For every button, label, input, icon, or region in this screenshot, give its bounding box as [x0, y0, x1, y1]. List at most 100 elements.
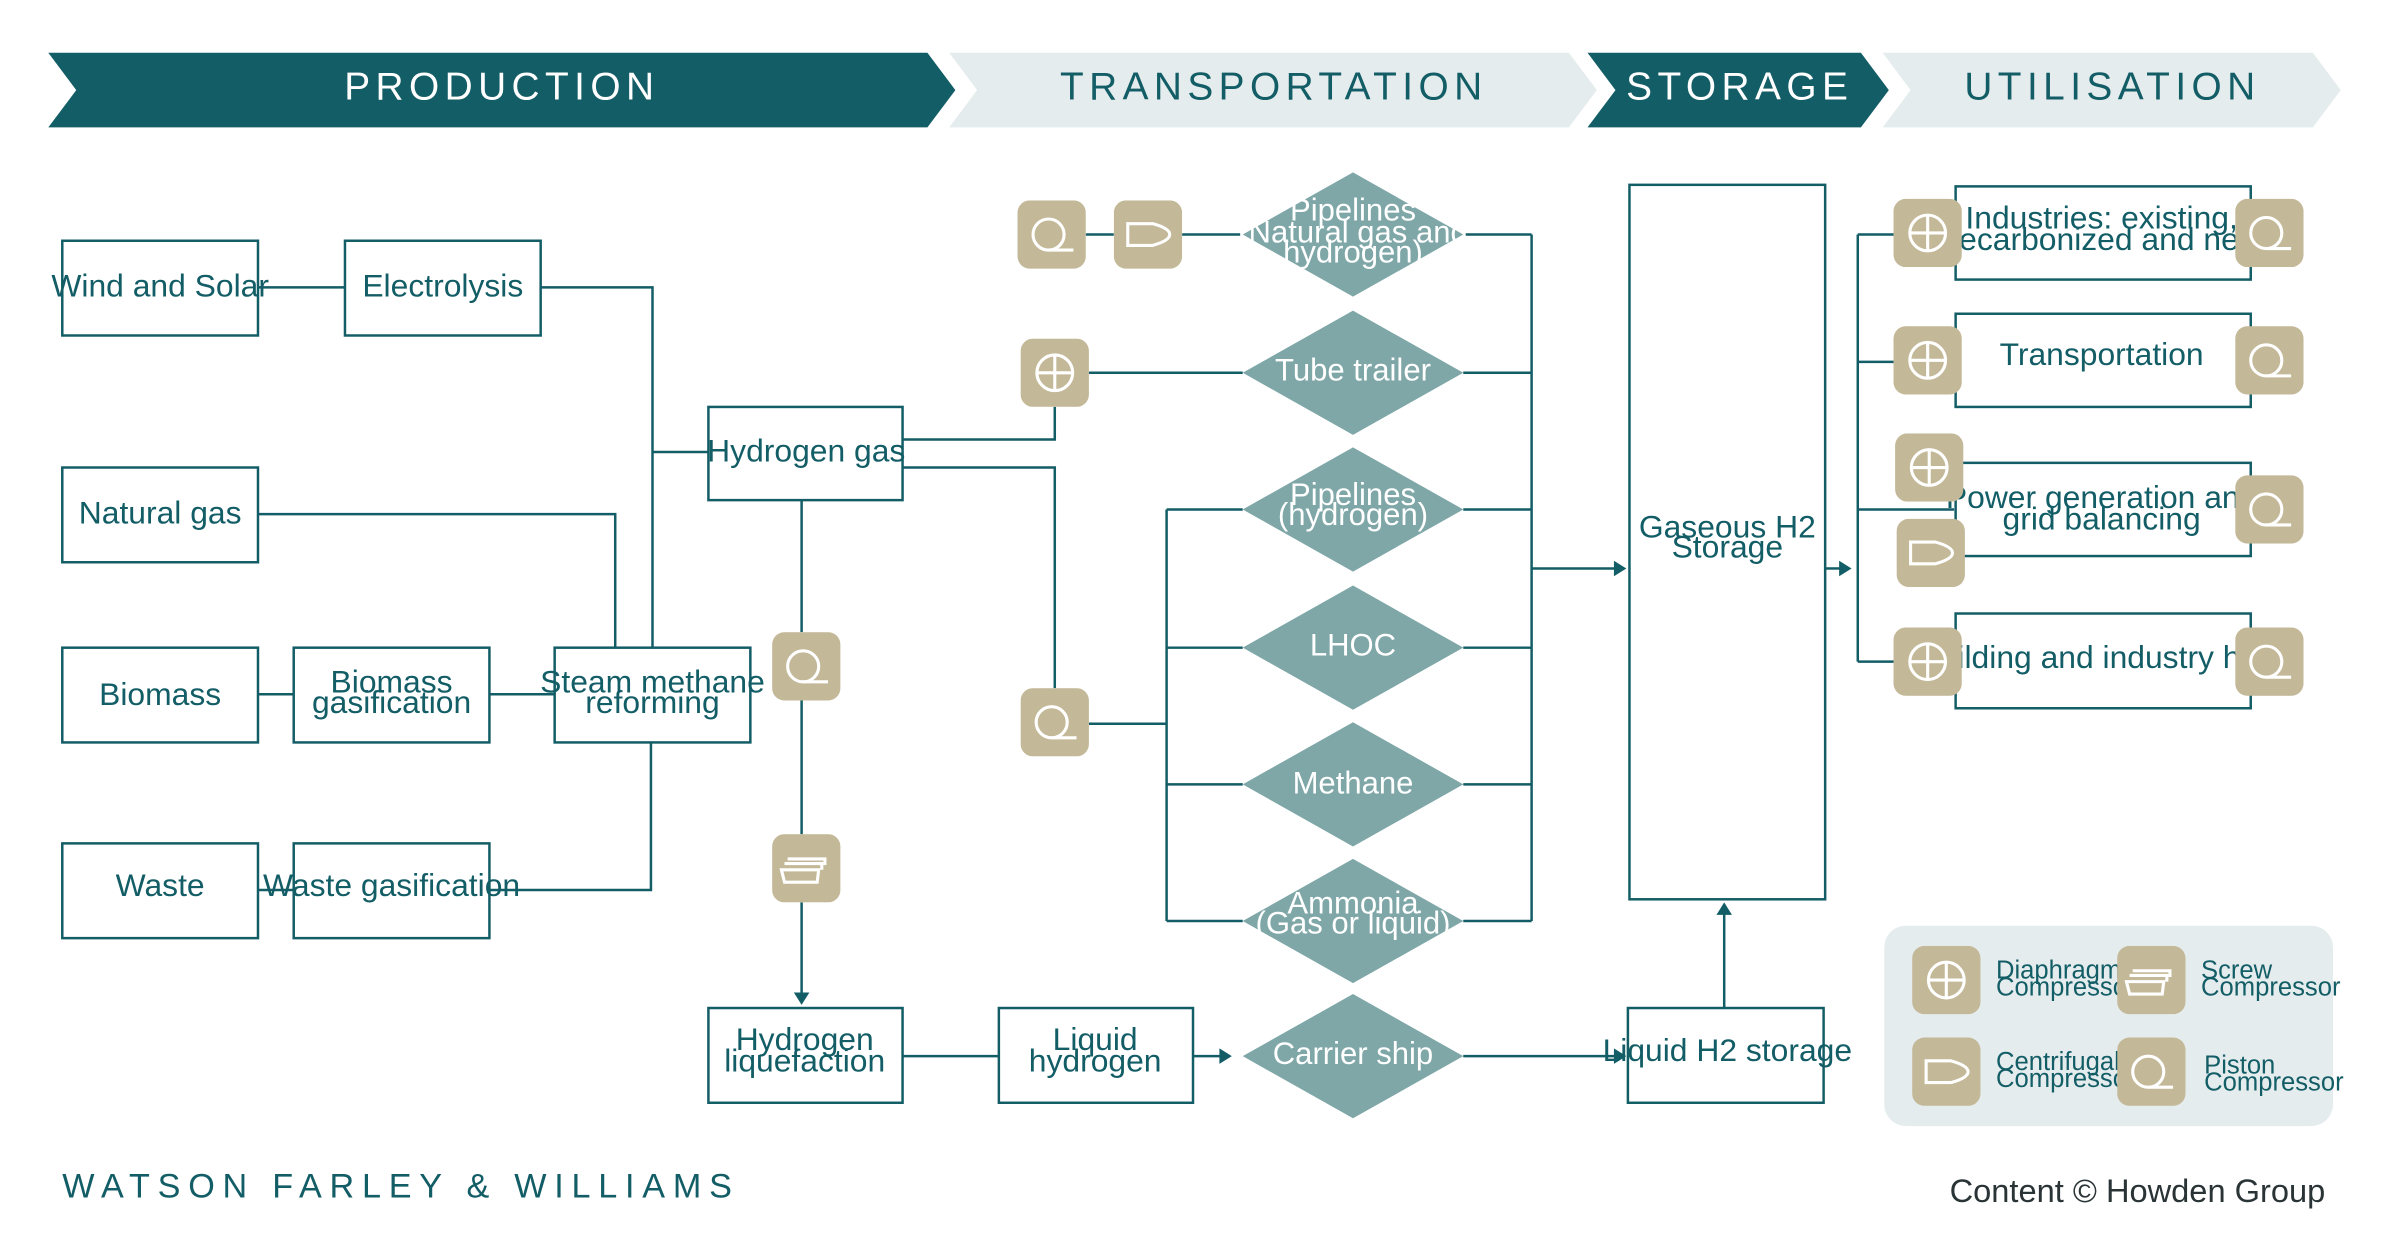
node-hydrogen-gas: Hydrogen gas	[707, 405, 905, 502]
node-waste: Waste	[61, 842, 260, 940]
centrifugal-compressor-icon	[1912, 1037, 1981, 1106]
legend-piston: Piston Compressor	[2117, 1037, 2344, 1106]
piston-compressor-icon	[1017, 200, 1086, 269]
node-lhoc-label: LHOC	[1310, 627, 1396, 662]
node-electrolysis-label: Electrolysis	[362, 268, 523, 304]
utilisation-section: Industries: existing, decarbonized and n…	[1918, 185, 2285, 710]
diaphragm-compressor-icon	[1893, 198, 1962, 268]
piston-compressor-icon	[772, 632, 841, 701]
legend-centrifugal-label-1: Centrifugal	[1996, 1048, 2120, 1076]
transportation-section: Pipelines (Natural gas and hydrogen) Tub…	[1238, 172, 1468, 1119]
node-transportation-use-label: Transportation	[2000, 336, 2204, 372]
node-lhoc: LHOC	[1242, 585, 1464, 710]
node-ammonia: Ammonia (Gas or liquid)	[1242, 858, 1464, 984]
node-transportation-use: Transportation	[1954, 312, 2252, 409]
centrifugal-compressor-icon	[1113, 200, 1183, 269]
node-waste-label: Waste	[116, 867, 205, 903]
node-carrier-ship-label: Carrier ship	[1273, 1036, 1433, 1071]
centrifugal-compressor-icon	[1896, 518, 1965, 588]
node-power-generation-label-2: grid balancing	[2003, 501, 2201, 537]
node-power-generation-label-1: Power generation and	[1946, 479, 2257, 515]
node-liquid-h2-storage-label: Liquid H2 storage	[1603, 1032, 1852, 1068]
node-liquid-hydrogen: Liquid hydrogen	[997, 1006, 1195, 1105]
node-carrier-ship: Carrier ship	[1242, 994, 1464, 1119]
node-steam-methane-reforming-label-1: Steam methane	[540, 664, 765, 700]
node-pipelines-hydrogen-label-2: (hydrogen)	[1278, 497, 1428, 532]
node-natural-gas-label: Natural gas	[79, 494, 242, 530]
piston-compressor-icon	[2235, 475, 2304, 544]
node-liquid-hydrogen-label-2: hydrogen	[1029, 1043, 1162, 1079]
stage-utilisation: UTILISATION	[1882, 52, 2341, 128]
node-hydrogen-gas-label: Hydrogen gas	[707, 432, 905, 468]
legend-diaphragm-label-2: Compressor	[1996, 974, 2136, 1002]
node-pipelines-mixed-label-1: Pipelines	[1290, 193, 1416, 228]
node-natural-gas: Natural gas	[61, 466, 260, 564]
diaphragm-compressor-icon	[1893, 326, 1962, 395]
piston-compressor-icon	[2235, 627, 2304, 696]
stage-storage: STORAGE	[1587, 52, 1889, 128]
stage-storage-label: STORAGE	[1626, 65, 1853, 108]
node-wind-and-solar: Wind and Solar	[51, 239, 269, 337]
stage-production-label: PRODUCTION	[344, 65, 659, 108]
node-tube-trailer: Tube trailer	[1242, 310, 1464, 435]
footer: WATSON FARLEY & WILLIAMS Content © Howde…	[62, 1168, 2325, 1210]
node-electrolysis: Electrolysis	[343, 239, 542, 337]
diaphragm-compressor-icon	[1020, 338, 1089, 407]
node-steam-methane-reforming-label-2: reforming	[585, 684, 719, 720]
stage-transportation-label: TRANSPORTATION	[1060, 65, 1488, 108]
node-pipelines-natural-gas-hydrogen: Pipelines (Natural gas and hydrogen)	[1238, 172, 1468, 297]
stage-header: PRODUCTION TRANSPORTATION STORAGE UTILIS…	[48, 52, 2341, 128]
legend: Diaphragm Compressor Screw Compressor Ce…	[1884, 925, 2344, 1127]
legend-screw: Screw Compressor	[2117, 945, 2341, 1015]
node-biomass-gasification-label-2: gasification	[312, 684, 471, 720]
stage-production: PRODUCTION	[48, 52, 956, 128]
node-hydrogen-liquefaction-label-2: liquefaction	[724, 1043, 885, 1079]
node-hydrogen-liquefaction-label-1: Hydrogen	[736, 1021, 874, 1057]
legend-screw-label-2: Compressor	[2201, 974, 2341, 1002]
legend-centrifugal-label-2: Compressor	[1996, 1065, 2136, 1093]
diaphragm-compressor-icon	[1893, 627, 1962, 696]
node-industries: Industries: existing, decarbonized and n…	[1941, 185, 2263, 281]
node-ammonia-label-1: Ammonia	[1287, 885, 1419, 920]
legend-diaphragm-label-1: Diaphragm	[1996, 957, 2121, 985]
node-waste-gasification-label: Waste gasification	[263, 867, 520, 903]
node-methane-label: Methane	[1293, 766, 1414, 801]
node-ammonia-label-2: (Gas or liquid)	[1256, 905, 1451, 940]
legend-piston-label-2: Compressor	[2204, 1068, 2344, 1096]
node-gaseous-h2-label-2: Storage	[1672, 529, 1783, 565]
stage-utilisation-label: UTILISATION	[1964, 65, 2260, 108]
node-waste-gasification: Waste gasification	[263, 842, 520, 940]
piston-compressor-icon	[1020, 688, 1089, 757]
content-credit: Content © Howden Group	[1950, 1172, 2326, 1209]
legend-panel	[1884, 925, 2334, 1127]
node-liquid-hydrogen-label-1: Liquid	[1053, 1021, 1138, 1057]
legend-piston-label-1: Piston	[2204, 1051, 2275, 1079]
node-biomass-gasification-label-1: Biomass	[331, 664, 453, 700]
node-gaseous-h2-label-1: Gaseous H2	[1639, 508, 1816, 544]
node-hydrogen-liquefaction: Hydrogen liquefaction	[707, 1006, 904, 1105]
node-industries-label-1: Industries: existing,	[1965, 199, 2237, 235]
node-biomass: Biomass	[61, 646, 260, 744]
brand-wordmark: WATSON FARLEY & WILLIAMS	[62, 1168, 739, 1206]
node-biomass-gasification: Biomass gasification	[292, 646, 491, 744]
node-pipelines-mixed-label-2: (Natural gas and	[1238, 214, 1468, 249]
legend-centrifugal: Centrifugal Compressor	[1912, 1037, 2136, 1106]
node-biomass-label: Biomass	[99, 676, 221, 712]
piston-compressor-icon	[2117, 1037, 2186, 1106]
screw-compressor-icon	[2117, 945, 2186, 1015]
node-gaseous-h2-storage: Gaseous H2 Storage	[1628, 183, 1827, 901]
node-building-heat-label: Building and industry heat	[1918, 639, 2284, 675]
node-pipelines-hydrogen-label-1: Pipelines	[1290, 477, 1416, 512]
node-pipelines-hydrogen: Pipelines (hydrogen)	[1242, 447, 1464, 572]
piston-compressor-icon	[2235, 326, 2304, 395]
legend-screw-label-1: Screw	[2201, 957, 2273, 985]
production-section: Wind and Solar Electrolysis Natural gas …	[51, 239, 1195, 1105]
storage-section: Gaseous H2 Storage Liquid H2 storage	[1603, 183, 1852, 1105]
legend-diaphragm: Diaphragm Compressor	[1912, 945, 2136, 1015]
node-pipelines-mixed-label-3: hydrogen)	[1283, 234, 1423, 269]
node-methane: Methane	[1242, 722, 1464, 847]
node-liquid-h2-storage: Liquid H2 storage	[1603, 1006, 1852, 1105]
diaphragm-compressor-icon	[1912, 945, 1981, 1015]
